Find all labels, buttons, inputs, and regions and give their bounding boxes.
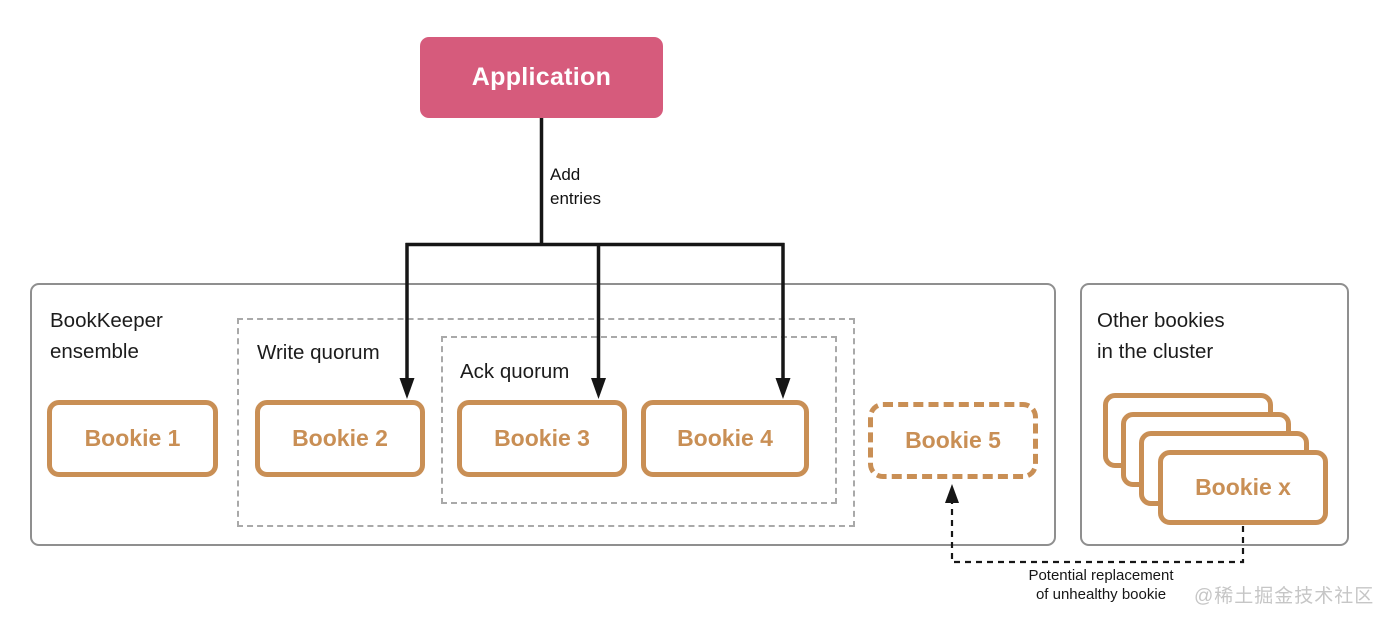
- bookie-2-box: Bookie 2: [255, 400, 425, 477]
- replacement-annotation: Potential replacement of unhealthy booki…: [1028, 567, 1174, 603]
- other-bookies-title: Other bookies in the cluster: [1097, 309, 1225, 363]
- add-entries-label: Add entries: [550, 165, 602, 208]
- bookie-4-box: Bookie 4: [641, 400, 809, 477]
- bookie-1-label: Bookie 1: [84, 425, 181, 451]
- ack-quorum-label: Ack quorum: [460, 360, 570, 383]
- bookie-5-label: Bookie 5: [905, 427, 1001, 453]
- bookie-3-label: Bookie 3: [494, 425, 590, 451]
- bookie-2-label: Bookie 2: [292, 425, 388, 451]
- ack-quorum-box: [441, 336, 837, 504]
- ensemble-title: BookKeeper ensemble: [50, 309, 163, 363]
- bookie-5-box: Bookie 5: [868, 402, 1038, 479]
- bookie-4-label: Bookie 4: [677, 425, 773, 451]
- application-box: Application: [420, 37, 663, 118]
- bookie-x-label: Bookie x: [1195, 474, 1291, 500]
- bookie-x-box: Bookie x: [1158, 450, 1328, 525]
- write-quorum-box: [237, 318, 855, 527]
- watermark: @稀土掘金技术社区: [1194, 586, 1375, 607]
- bookie-3-box: Bookie 3: [457, 400, 627, 477]
- write-quorum-label: Write quorum: [257, 341, 380, 364]
- bookie-1-box: Bookie 1: [47, 400, 218, 477]
- application-label: Application: [471, 63, 612, 91]
